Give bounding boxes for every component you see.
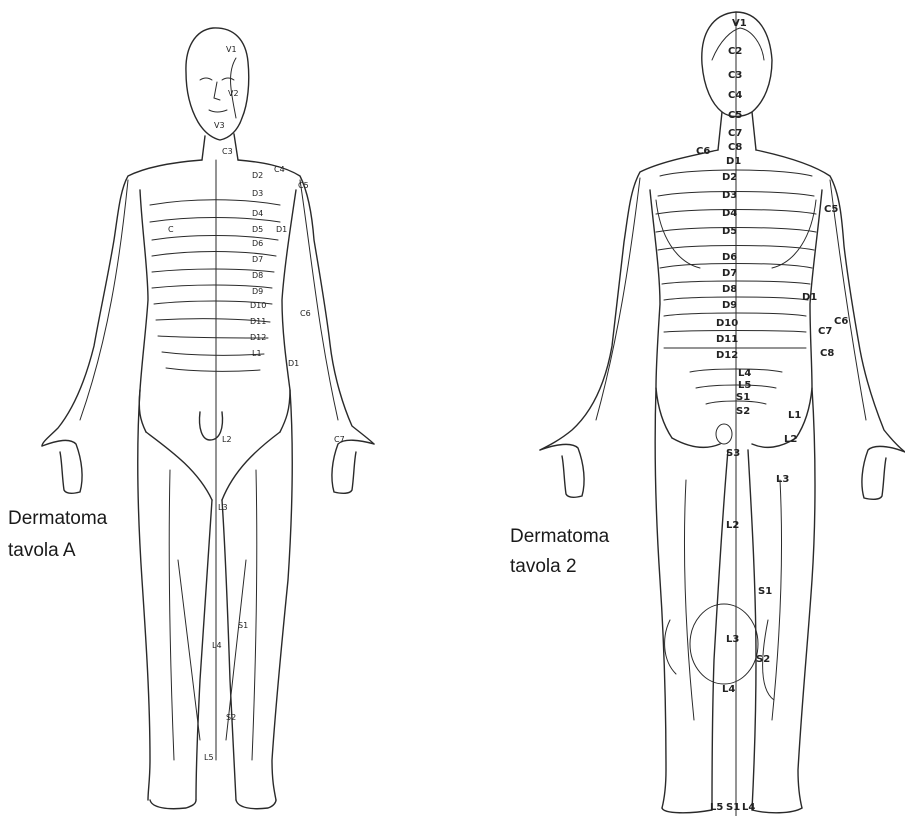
back-label-d3: D3 (722, 190, 737, 201)
front-label-v2: V2 (228, 89, 239, 98)
front-label-d1-arm: D1 (288, 359, 299, 368)
front-label-c5: C5 (298, 181, 309, 190)
front-leg-lines (169, 470, 257, 760)
back-label-d2: D2 (722, 172, 737, 183)
front-label-d11: D11 (250, 317, 266, 326)
front-nose (214, 82, 220, 100)
back-label-d4: D4 (722, 208, 737, 219)
back-label-c5-arm: C5 (824, 204, 838, 215)
back-label-d12: D12 (716, 350, 738, 361)
back-label-l2-hip: L2 (784, 434, 797, 445)
back-label-l5-foot: L5 (710, 802, 723, 813)
front-torso-sides (139, 190, 296, 432)
front-label-d12: D12 (250, 333, 266, 342)
back-label-l3-thigh: L3 (776, 474, 789, 485)
front-torso-outline (42, 160, 374, 446)
front-label-d10: D10 (250, 301, 266, 310)
back-label-s1: S1 (736, 392, 750, 403)
front-genitals (199, 412, 222, 440)
front-hand-right (332, 440, 374, 493)
front-label-d7: D7 (252, 255, 263, 264)
back-label-d6: D6 (722, 252, 737, 263)
back-label-s1-calf: S1 (758, 586, 772, 597)
back-label-d10: D10 (716, 318, 738, 329)
back-hand-left (540, 444, 584, 497)
front-label-c7: C7 (334, 435, 345, 444)
back-label-c7-arm: C7 (818, 326, 832, 337)
front-label-s2: S2 (226, 713, 236, 722)
back-label-l4: L4 (738, 368, 751, 379)
back-label-l4-foot: L4 (742, 802, 755, 813)
front-label-s1: S1 (238, 621, 248, 630)
back-label-c4: C4 (728, 90, 742, 101)
back-label-d1-arm: D1 (802, 292, 817, 303)
back-label-s1-foot: S1 (726, 802, 740, 813)
front-label-d1-shoulder: D1 (276, 225, 287, 234)
front-label-d4: D4 (252, 209, 263, 218)
front-label-l2: L2 (222, 435, 232, 444)
back-label-l5: L5 (738, 380, 751, 391)
front-label-l4: L4 (212, 641, 222, 650)
front-caption-line1: Dermatoma (8, 508, 108, 529)
back-label-c8: C8 (728, 142, 742, 153)
front-label-c6: C6 (300, 309, 311, 318)
back-label-l3-calf: L3 (726, 634, 739, 645)
back-calf-ellipse (690, 604, 758, 684)
back-label-d1: D1 (726, 156, 741, 167)
back-label-d9: D9 (722, 300, 737, 311)
back-figure (540, 12, 905, 816)
front-label-c3: C3 (222, 147, 233, 156)
back-label-s2-calf: S2 (756, 654, 770, 665)
front-label-d6: D6 (252, 239, 263, 248)
back-sacrum (672, 438, 796, 447)
front-arm-lines (80, 180, 338, 420)
back-label-c6-arm: C6 (834, 316, 848, 327)
back-label-c5: C5 (728, 110, 742, 121)
front-label-c-chest: C (168, 225, 174, 234)
front-mouth (209, 110, 227, 112)
back-label-c7: C7 (728, 128, 742, 139)
back-label-c6: C6 (696, 146, 710, 157)
back-coccyx-circle (716, 424, 732, 444)
back-hand-right (862, 446, 905, 499)
front-legs-outline (138, 390, 292, 800)
front-label-l5: L5 (204, 753, 214, 762)
back-caption-line1: Dermatoma (510, 526, 610, 547)
front-label-c4: C4 (274, 165, 285, 174)
back-label-s2: S2 (736, 406, 750, 417)
front-label-v3: V3 (214, 121, 225, 130)
front-eye-left (200, 78, 212, 80)
front-label-l1: L1 (252, 349, 262, 358)
back-label-v1: V1 (732, 18, 747, 29)
front-label-d3: D3 (252, 189, 263, 198)
front-trigeminal-line (231, 58, 236, 118)
front-feet (150, 800, 276, 809)
front-hand-left (42, 440, 82, 493)
back-label-c2: C2 (728, 46, 742, 57)
back-label-l2-thigh: L2 (726, 520, 739, 531)
back-label-s3: S3 (726, 448, 740, 459)
back-label-c8-arm: C8 (820, 348, 834, 359)
back-label-d5: D5 (722, 226, 737, 237)
front-label-d8: D8 (252, 271, 263, 280)
front-label-d2: D2 (252, 171, 263, 180)
back-label-d11: D11 (716, 334, 738, 345)
back-label-l4-calf: L4 (722, 684, 735, 695)
front-figure (42, 28, 374, 809)
back-caption-line2: tavola 2 (510, 556, 577, 577)
front-label-d9: D9 (252, 287, 263, 296)
front-label-d5: D5 (252, 225, 263, 234)
front-labels: V1 V2 V3 C3 C4 C5 C D2 D3 D4 D5 D6 D7 D8… (168, 45, 345, 762)
back-label-l1: L1 (788, 410, 801, 421)
back-label-c3: C3 (728, 70, 742, 81)
front-label-l3: L3 (218, 503, 228, 512)
back-label-d7: D7 (722, 268, 737, 279)
front-label-v1: V1 (226, 45, 237, 54)
front-pelvis (146, 432, 280, 500)
front-caption-line2: tavola A (8, 540, 76, 561)
front-eye-right (222, 78, 234, 80)
back-label-d8: D8 (722, 284, 737, 295)
